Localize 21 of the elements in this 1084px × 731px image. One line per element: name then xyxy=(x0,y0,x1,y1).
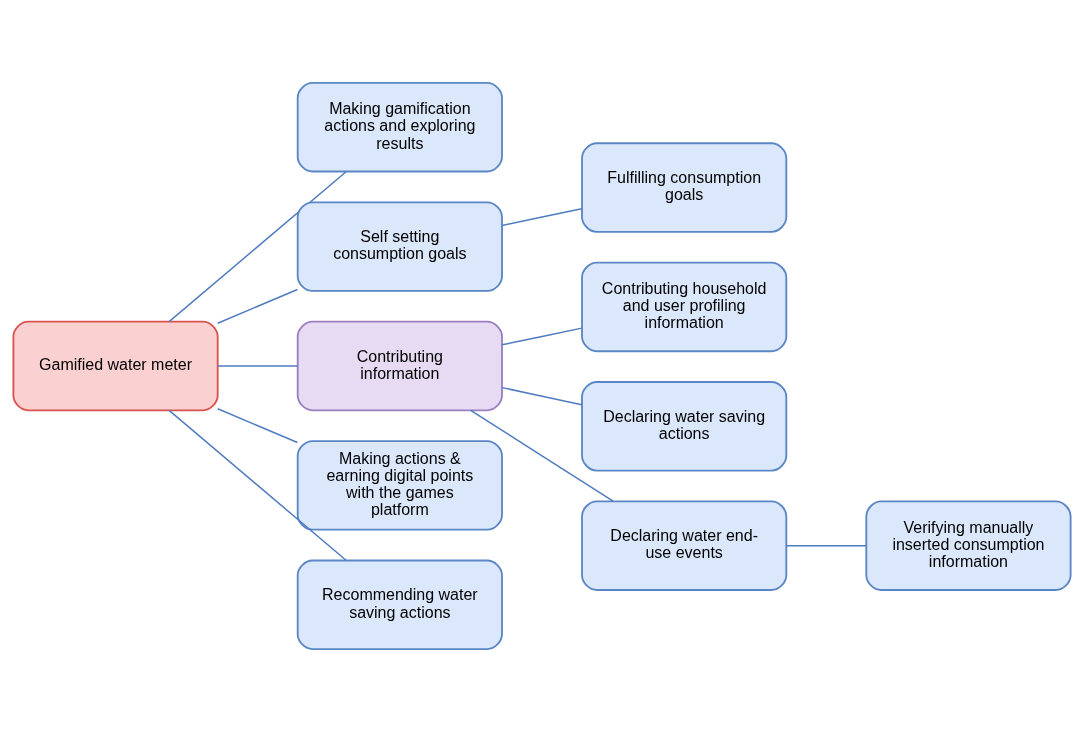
connector xyxy=(501,386,583,405)
connector xyxy=(470,409,614,502)
connector xyxy=(217,364,299,367)
node-box: Declaring water saving actions xyxy=(581,380,788,472)
connector xyxy=(501,326,583,346)
connector xyxy=(217,288,299,324)
node-box: Making gamification actions and exploring results xyxy=(296,81,503,172)
node-box: Verifying manually inserted consumption information xyxy=(865,499,1072,591)
node-box: Fulfilling consumption goals xyxy=(581,141,788,233)
node-box: Self setting consumption goals xyxy=(296,200,503,292)
connector xyxy=(168,409,347,561)
connector xyxy=(217,407,299,443)
connector xyxy=(785,544,867,546)
node-box: Recommending water saving actions xyxy=(296,559,503,650)
connector xyxy=(501,207,583,226)
connector xyxy=(168,170,347,322)
node-box: Making actions & earning digital points with the games platform xyxy=(296,439,503,531)
node-box: Gamified water meter xyxy=(12,320,219,411)
node-box: Declaring water end-use events xyxy=(581,499,788,591)
node-box: Contributing information xyxy=(296,320,503,411)
node-box: Contributing household and user profiling information xyxy=(581,261,788,352)
